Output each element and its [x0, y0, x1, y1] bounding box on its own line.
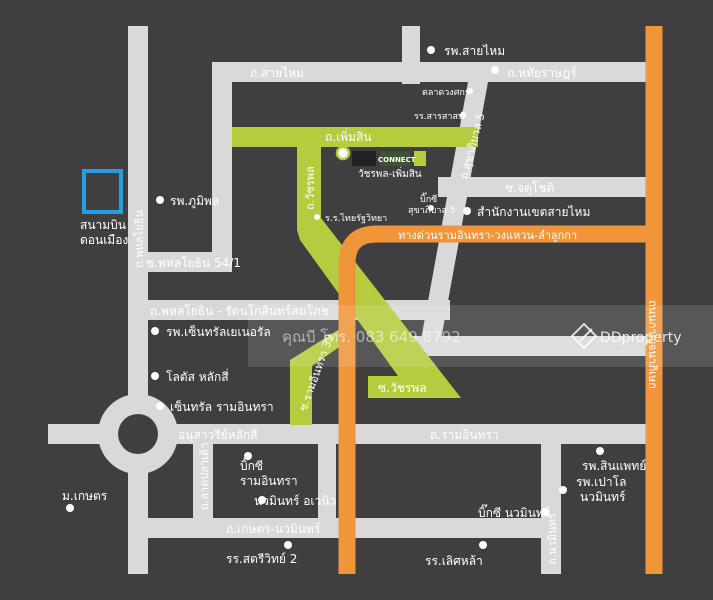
label-phahon54: ซ.พหลโยธิน 54/1	[146, 256, 241, 270]
watermark-band	[248, 305, 713, 367]
road-raminthra39	[290, 330, 345, 425]
label-thairatwittaya: ร.ร.ไทยรัฐวิทยา	[325, 213, 387, 224]
poi-dot	[541, 508, 549, 516]
project-building-light	[414, 151, 426, 166]
poi-dot	[427, 46, 435, 54]
label-chatuchot: ซ.จตุโชติ	[505, 181, 554, 196]
watermark-contact: คุณบี โทร. 083 649 8792	[282, 328, 461, 347]
poi-dot	[559, 486, 567, 494]
poi-dot	[596, 447, 604, 455]
airport-marker	[82, 169, 123, 214]
label-sai-mai: ถ.สายไหม	[250, 66, 304, 80]
label-bigc-sukha5-1: บิ๊กซี	[420, 192, 437, 205]
poi-dot	[151, 372, 159, 380]
label-connect: CONNECT	[378, 156, 416, 164]
poi-dot	[428, 205, 434, 211]
label-lotus: โลตัส หลักสี่	[166, 368, 229, 384]
label-phoemsin: ถ.เพิ่มสิน	[325, 128, 372, 144]
poi-dot	[151, 327, 159, 335]
poi-dot	[156, 196, 164, 204]
label-sinphaet: รพ.สินแพทย์	[582, 459, 646, 473]
road-chatuchot	[438, 177, 648, 197]
roundabout-center	[118, 414, 158, 454]
poi-dot	[463, 207, 471, 215]
label-anusawari: อนุสาวรีย์หลักสี่	[178, 426, 258, 443]
label-sarasas: รร.สารสาสน์	[414, 110, 464, 122]
label-paolo-1: รพ.เปาโล	[576, 475, 626, 489]
label-kanchanaphisek: ถนนกาญจนาภิเษก	[646, 300, 659, 389]
label-talat: ตลาดวงศกร	[422, 88, 470, 98]
road-latplakhao	[193, 444, 213, 524]
label-bigc-raminthra-1: บิ๊กซี	[240, 457, 263, 473]
label-bigc-raminthra-2: รามอินทรา	[240, 474, 298, 488]
ddproperty-logo-icon	[570, 322, 598, 350]
label-paolo-2: นวมินทร์	[580, 490, 626, 504]
poi-dot	[284, 541, 292, 549]
highlight-roads-layer	[232, 127, 478, 425]
label-central-hospital: รพ.เซ็นทรัลเยเนอรัล	[166, 324, 271, 339]
label-airport-line2: ดอนเมือง	[80, 233, 128, 247]
road-phahon54-h	[140, 252, 232, 272]
label-saimai-office: สำนักงานเขตสายไหม	[477, 205, 590, 219]
project-building-dark	[352, 151, 376, 166]
label-hathairat: ถ.หทัยราษฎร์	[507, 66, 577, 80]
poi-dot	[66, 504, 74, 512]
label-phahon-ratanakosin: ถ.พหลโยธิน - รัตนโกสินทร์สมโภช	[150, 304, 329, 318]
road-watcharaphon	[297, 147, 461, 398]
label-bhumibol: รพ.ภูมิพล	[170, 194, 219, 209]
road-phahon-ratanakosin-east	[410, 336, 655, 356]
label-ram-inthra: ถ.รามอินทรา	[430, 428, 499, 442]
poi-dot	[244, 452, 252, 460]
expressway-route	[338, 26, 663, 574]
poi-dots	[66, 46, 604, 549]
label-project: วัชรพล-เพิ่มสิน	[358, 166, 422, 180]
road-nawamin	[541, 444, 561, 574]
road-phoemsin	[232, 127, 478, 147]
road-sukhaphiban5	[418, 82, 488, 356]
label-bigc-nawamin: บิ๊กซี นวมินทร์	[478, 504, 551, 520]
road-phahon54	[212, 62, 232, 272]
label-central-raminthra: เซ็นทรัล รามอินทรา	[170, 399, 274, 414]
project-building-mid	[380, 151, 410, 166]
label-sai-mai-hospital: รพ.สายไหม	[444, 44, 505, 58]
label-kaset: ม.เกษตร	[62, 489, 108, 503]
label-bigc-sukha5-2: สุขาภิบาล 5	[408, 205, 456, 216]
label-phahonyothin: ถ.พหลโยธิน	[132, 210, 146, 268]
road-hathairat-v	[402, 26, 420, 84]
poi-dot	[258, 496, 266, 504]
poi-dot	[467, 88, 473, 94]
label-nawamin-avenue: นวมินทร์ อเวนิว	[254, 494, 336, 508]
label-airport-line1: สนามบิน	[80, 218, 126, 232]
poi-dot	[460, 112, 466, 118]
label-expressway: ทางด่วนรามอินทรา-วงแหวน-ลำลูกกา	[398, 229, 577, 242]
label-watcharaphon-soi: ซ.วัชรพล	[378, 381, 427, 395]
label-watcharaphon-upper: ถ.วัชรพล	[304, 166, 317, 210]
poi-dot	[491, 66, 499, 74]
watermark-brand: DDproperty	[600, 330, 682, 346]
label-kaset-nawamin: ถ.เกษตร-นวมินทร์	[226, 522, 321, 536]
label-latplakhao: ถ.ลาดปลาเค้า	[198, 443, 211, 510]
poi-dot	[156, 402, 164, 410]
project-pin	[335, 145, 351, 161]
label-lertlah: รร.เลิศหล้า	[425, 554, 483, 568]
road-south-v1	[318, 444, 336, 518]
label-satriwit: รร.สตรีวิทย์ 2	[226, 552, 297, 566]
poi-dot	[314, 214, 320, 220]
road-sai-mai	[212, 62, 657, 82]
poi-dot	[479, 541, 487, 549]
label-nawamin: ถ.นวมินทร์	[546, 513, 559, 565]
